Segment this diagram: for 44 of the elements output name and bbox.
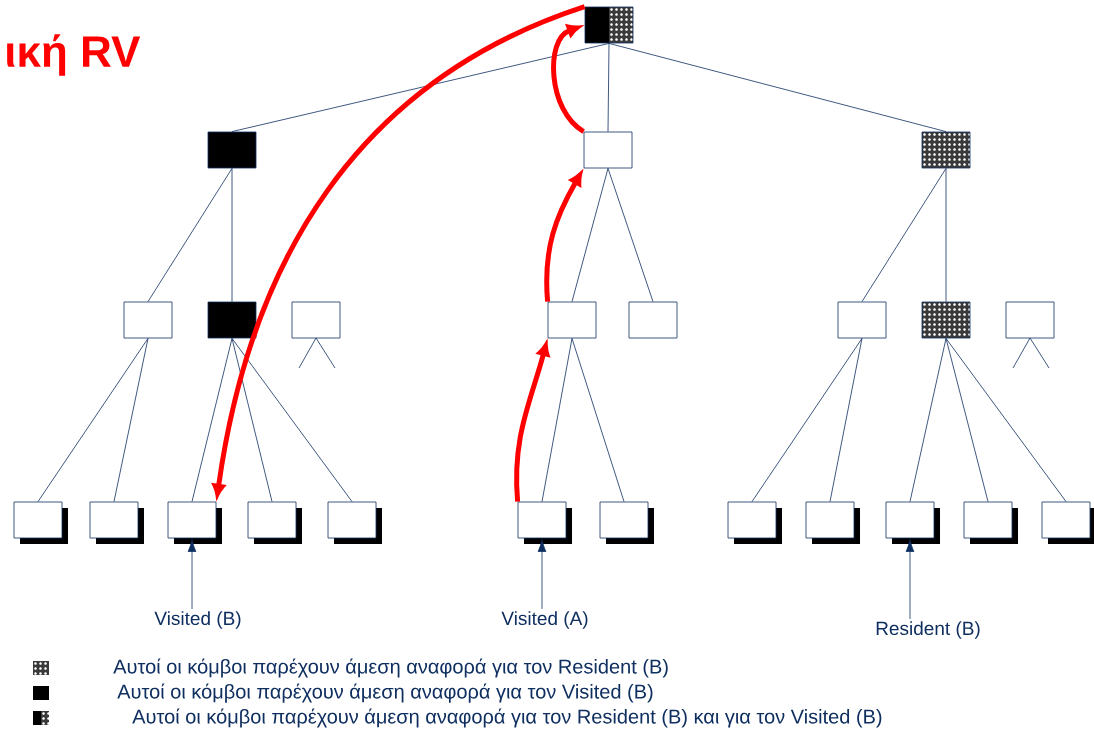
tree-line <box>829 338 863 502</box>
tree-line <box>37 338 149 502</box>
shadowed-box <box>327 501 382 544</box>
arrow <box>905 539 915 620</box>
shadowed-box <box>247 501 302 544</box>
title: ική RV <box>7 34 141 76</box>
shadowed-box <box>517 501 572 544</box>
tree-line <box>945 338 1067 502</box>
box <box>628 301 678 339</box>
shadowed-box <box>1041 501 1094 544</box>
tree-line <box>861 168 947 302</box>
tree-line <box>571 338 625 502</box>
tree-line <box>751 338 863 502</box>
tree-line <box>113 338 149 502</box>
tree-line <box>945 168 947 302</box>
split-box <box>584 6 634 44</box>
tree-line <box>607 43 610 132</box>
shadowed-box <box>13 501 68 544</box>
node-label: Visited (A) <box>501 611 588 629</box>
hatched-box <box>921 131 971 169</box>
legend-text: Αυτοί οι κόμβοι παρέχουν άμεση αναφορά για τον Resident (B) και για τον Visited (B) <box>132 708 882 728</box>
tree-line <box>909 338 947 502</box>
tree-line <box>607 168 654 302</box>
shadowed-box <box>89 501 144 544</box>
arrow <box>537 539 547 610</box>
hatched-box <box>921 301 971 339</box>
arrow <box>187 539 197 610</box>
shadowed-box <box>599 501 654 544</box>
shadowed-box <box>805 501 860 544</box>
node-label: Resident (B) <box>876 621 980 639</box>
shadowed-box <box>963 501 1018 544</box>
box <box>123 301 173 339</box>
box <box>837 301 887 339</box>
node-label: Visited (B) <box>154 611 241 629</box>
shadowed-box <box>167 501 222 544</box>
tree-line <box>608 43 947 132</box>
shadowed-box <box>885 501 940 544</box>
tree-line <box>147 168 233 302</box>
box-with-subtree <box>1005 301 1055 369</box>
box <box>583 131 633 169</box>
shadowed-box <box>727 501 782 544</box>
legend-text: Αυτοί οι κόμβοι παρέχουν άμεση αναφορά για τον Resident (B) <box>113 658 668 678</box>
tree-line <box>945 338 989 502</box>
legend-text: Αυτοί οι κόμβοι παρέχουν άμεση αναφορά για τον Visited (B) <box>117 683 653 703</box>
